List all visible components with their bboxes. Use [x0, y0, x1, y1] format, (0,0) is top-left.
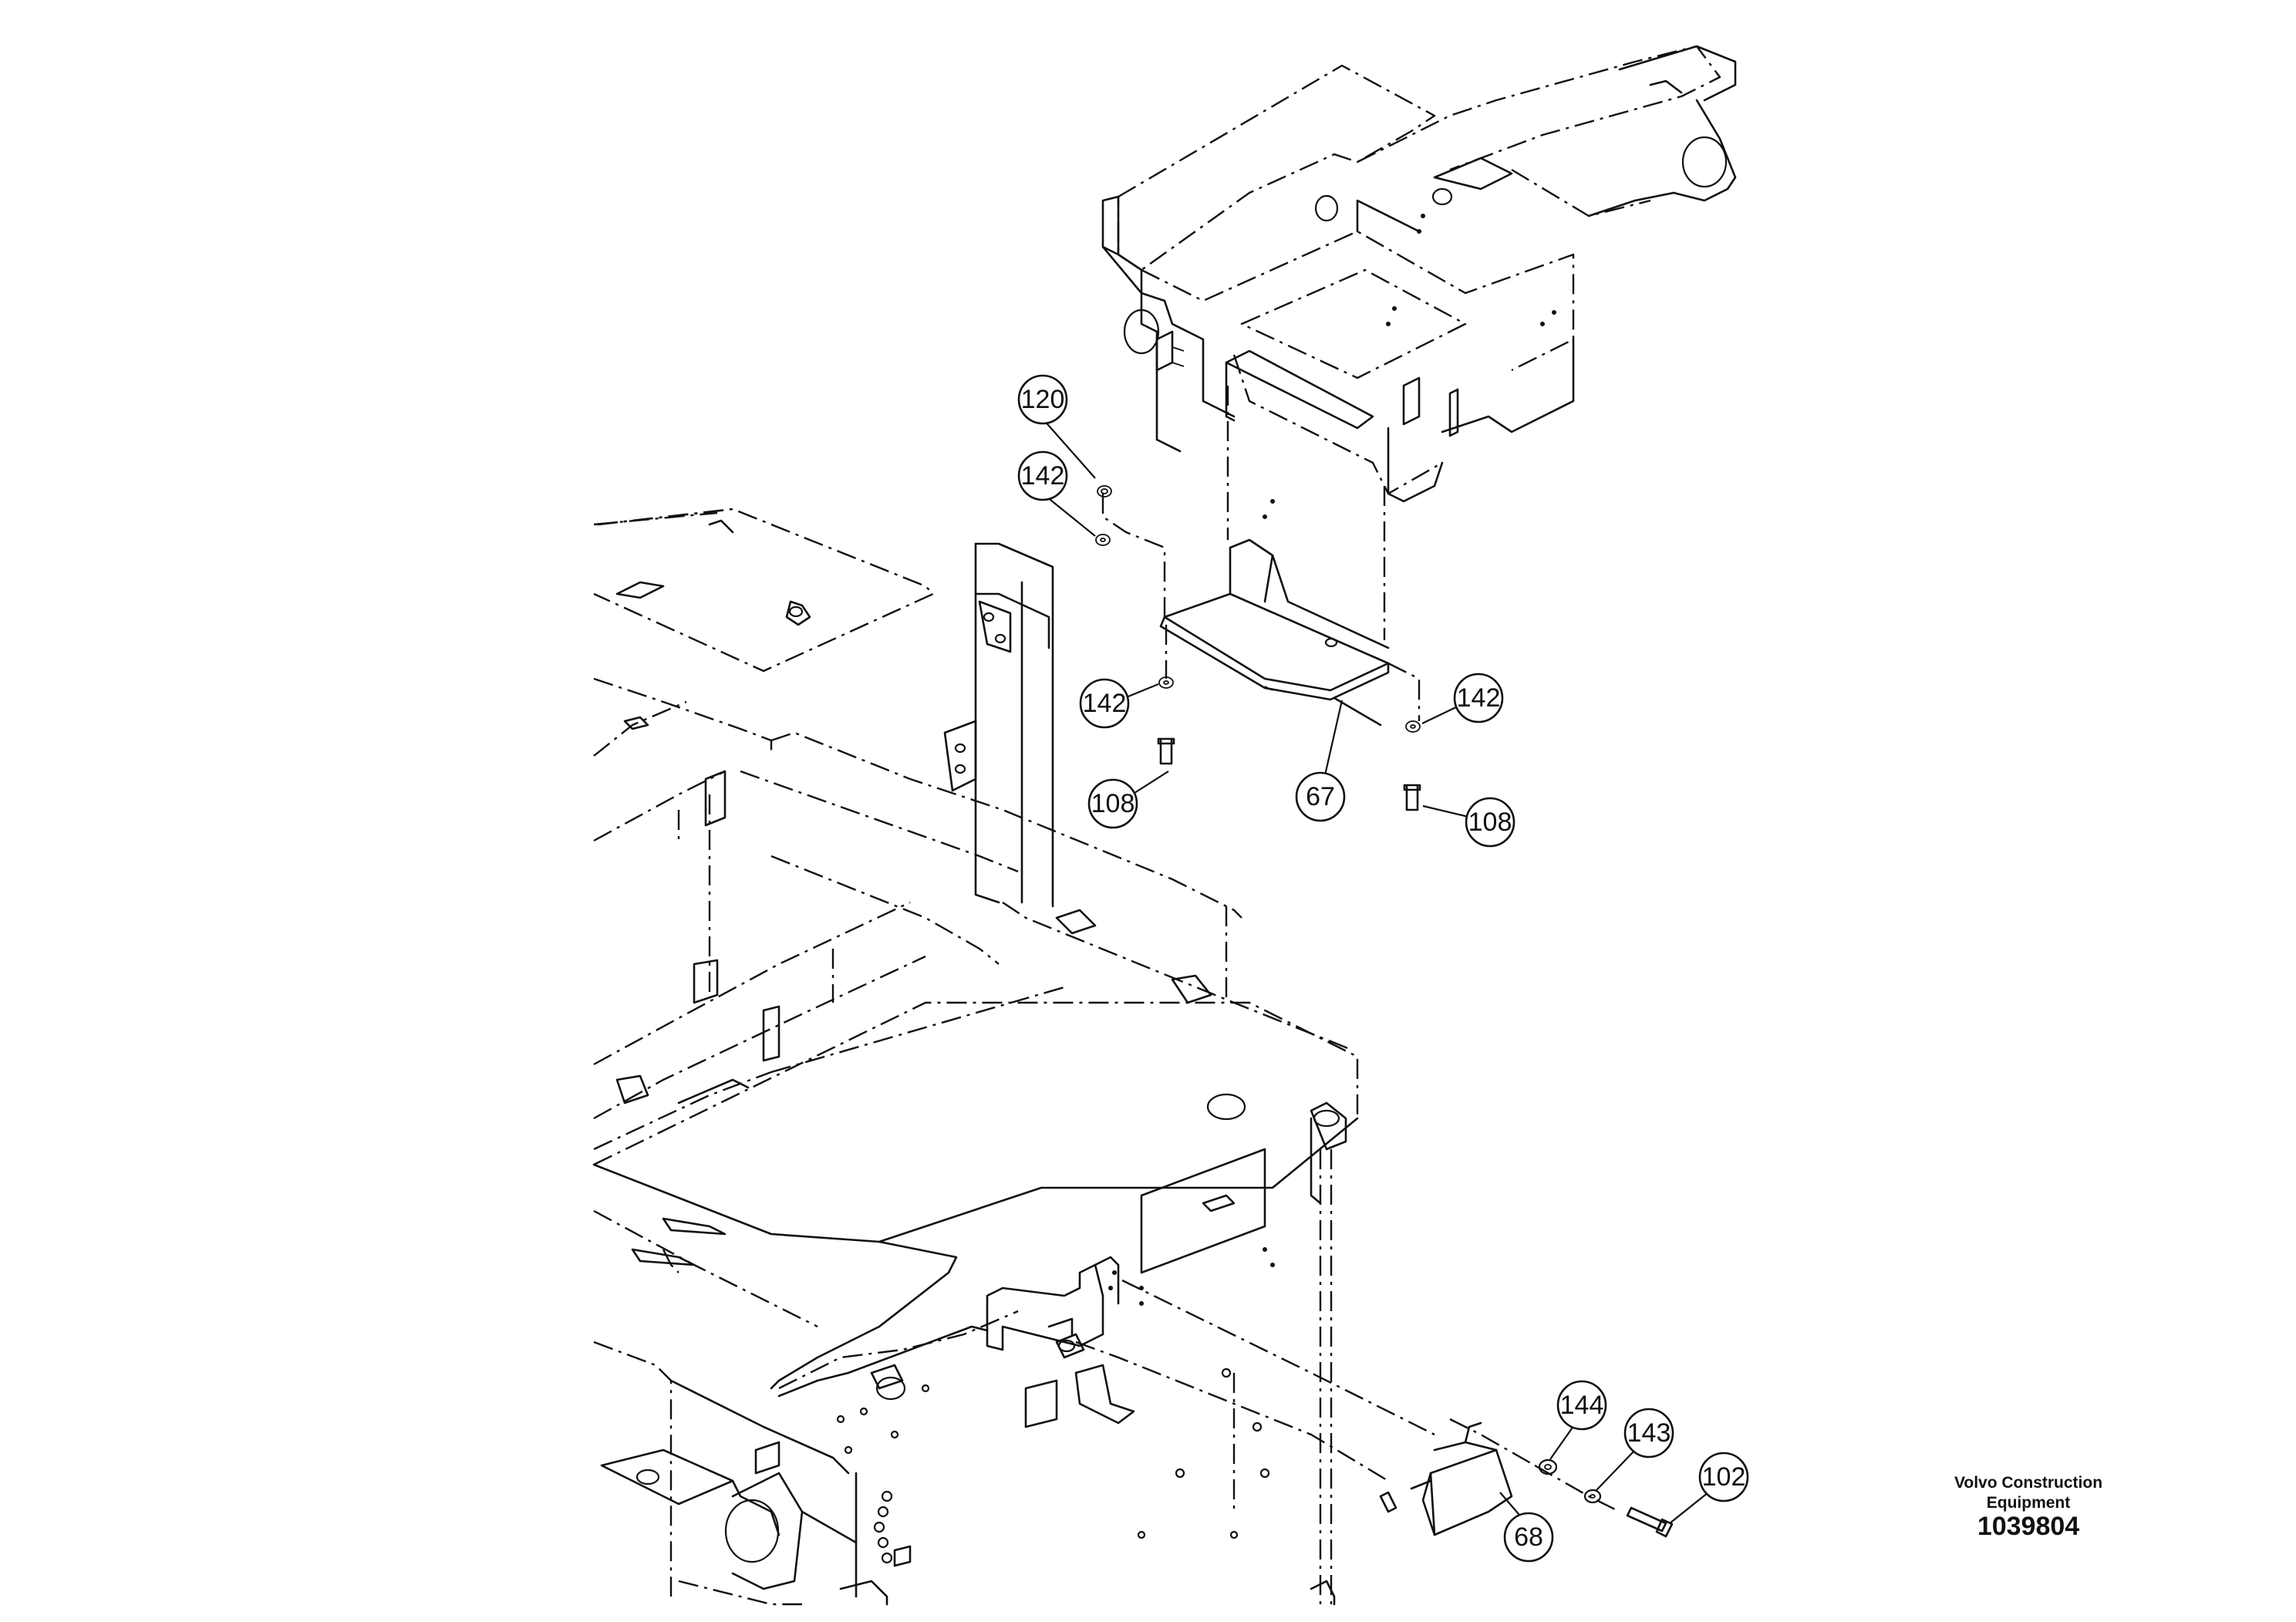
callout-label: 142 — [1021, 461, 1065, 491]
guide-lines — [593, 511, 718, 526]
callout-67: 67 — [1295, 700, 1346, 822]
callout-142: 142 — [1079, 678, 1159, 729]
upper-frame-assembly — [1101, 45, 1737, 503]
callout-label: 120 — [1021, 385, 1065, 414]
bracket-67-part — [1159, 386, 1390, 727]
callout-142: 142 — [1017, 450, 1096, 537]
brand-block: Volvo Construction Equipment — [1913, 1473, 2144, 1513]
lower-fasteners — [1538, 1458, 1674, 1538]
callout-label: 108 — [1468, 808, 1512, 837]
callout-143: 143 — [1596, 1408, 1674, 1491]
callout-68: 68 — [1499, 1492, 1554, 1563]
brand-name: Volvo Construction — [1954, 1474, 2103, 1492]
callout-label: 144 — [1560, 1391, 1604, 1420]
callout-label: 142 — [1083, 689, 1127, 718]
callout-label: 67 — [1306, 782, 1335, 811]
top-fasteners — [1095, 485, 1421, 811]
callout-108: 108 — [1422, 797, 1515, 848]
callout-label: 142 — [1457, 683, 1501, 713]
callout-142: 142 — [1421, 673, 1504, 724]
document-number: 1039804 — [1977, 1512, 2080, 1541]
callout-120: 120 — [1017, 374, 1096, 479]
callout-label: 108 — [1091, 789, 1135, 818]
callout-144: 144 — [1549, 1380, 1607, 1460]
callout-102: 102 — [1669, 1452, 1749, 1524]
brand-subtitle: Equipment — [1986, 1494, 2071, 1512]
callout-label: 102 — [1702, 1462, 1746, 1492]
callout-label: 143 — [1627, 1418, 1671, 1448]
bracket-68-part — [1379, 1418, 1620, 1536]
callout-label: 68 — [1514, 1523, 1543, 1552]
callout-108: 108 — [1087, 771, 1169, 829]
main-frame-body — [592, 508, 1435, 1606]
